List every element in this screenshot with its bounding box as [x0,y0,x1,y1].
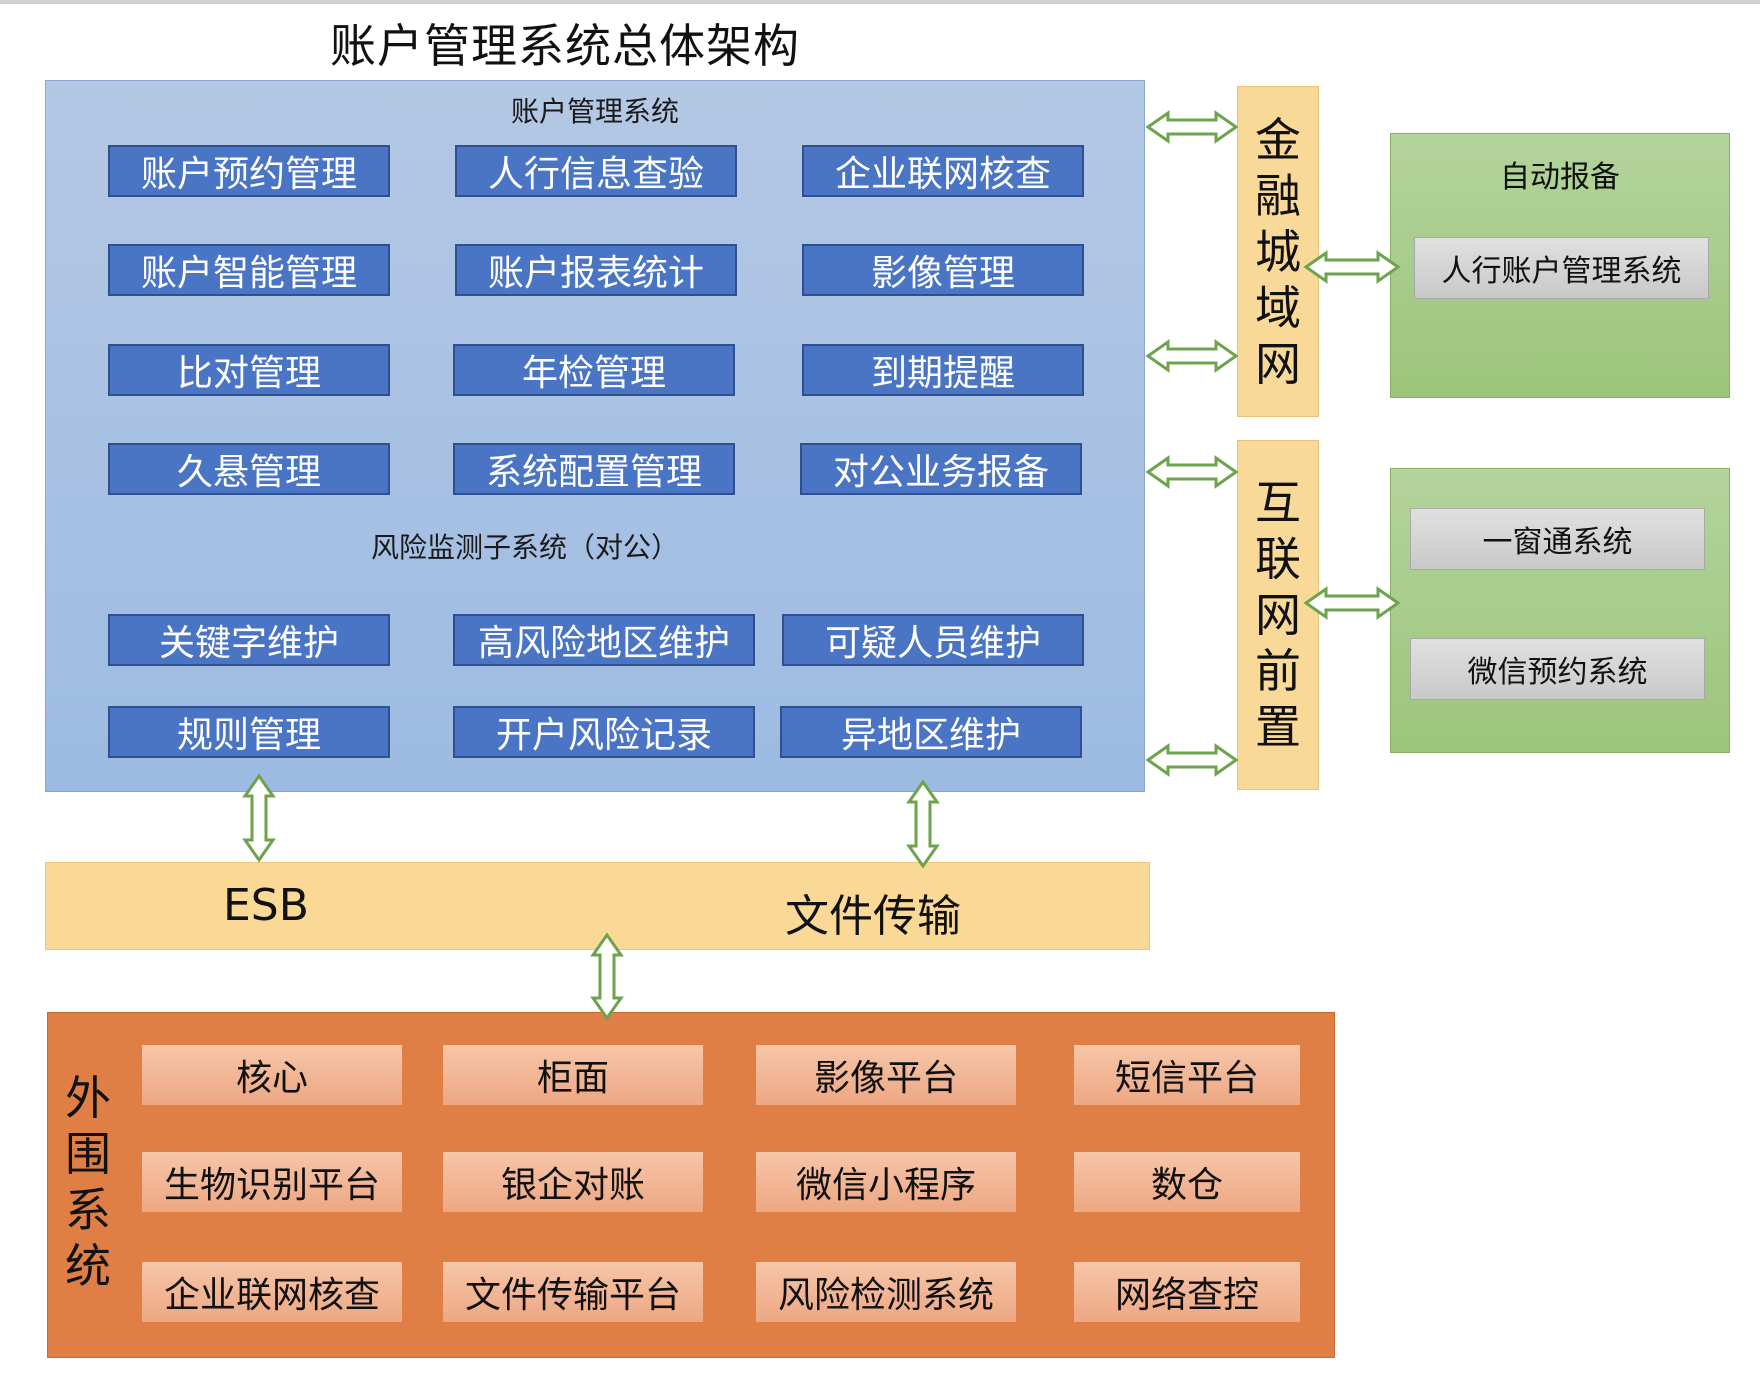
external-system-box[interactable]: 网络查控 [1074,1262,1300,1322]
risk-module-box[interactable]: 可疑人员维护 [782,614,1084,666]
risk-module-box[interactable]: 异地区维护 [780,706,1082,758]
page-title: 账户管理系统总体架构 [330,19,800,73]
financial-network-char: 金 [1255,112,1301,167]
external-system-box[interactable]: 核心 [142,1045,402,1105]
risk-module-box[interactable]: 高风险地区维护 [453,614,755,666]
module-box[interactable]: 账户报表统计 [455,244,737,296]
one-window-system-box[interactable]: 一窗通系统 [1410,508,1705,570]
risk-module-box[interactable]: 关键字维护 [108,614,390,666]
module-box[interactable]: 对公业务报备 [800,443,1082,495]
module-box[interactable]: 年检管理 [453,344,735,396]
pboc-account-system-box[interactable]: 人行账户管理系统 [1414,237,1709,299]
top-border [0,0,1760,4]
financial-network-char: 域 [1255,280,1301,335]
internet-front-char: 互 [1255,476,1301,530]
external-system-box[interactable]: 短信平台 [1074,1045,1300,1105]
external-system-box[interactable]: 风险检测系统 [756,1262,1016,1322]
external-system-box[interactable]: 企业联网核查 [142,1262,402,1322]
internet-front-char: 联 [1255,532,1301,586]
external-system-box[interactable]: 数仓 [1074,1152,1300,1212]
external-system-box[interactable]: 微信小程序 [756,1152,1016,1212]
external-label-char: 系 [65,1183,111,1237]
bus-layer [45,862,1150,950]
module-box[interactable]: 账户预约管理 [108,145,390,197]
external-system-box[interactable]: 生物识别平台 [142,1152,402,1212]
external-system-box[interactable]: 银企对账 [443,1152,703,1212]
module-box[interactable]: 到期提醒 [802,344,1084,396]
arrow-main-to-internet-front [1145,743,1239,777]
arrow-main-to-financial-net [1145,339,1239,373]
financial-network-box: 金 融 城 域 网 [1237,86,1319,417]
arrow-main-to-esb [242,773,276,863]
arrow-bus-to-external [590,932,624,1021]
external-label-char: 外 [65,1071,111,1125]
external-label-char: 统 [65,1239,111,1293]
risk-module-box[interactable]: 规则管理 [108,706,390,758]
external-systems-label: 外 围 系 统 [60,1070,116,1294]
wechat-booking-system-box[interactable]: 微信预约系统 [1410,638,1705,700]
external-system-box[interactable]: 文件传输平台 [443,1262,703,1322]
financial-network-char: 网 [1255,336,1301,391]
file-transfer-label: 文件传输 [785,891,961,942]
account-system-label: 账户管理系统 [510,95,679,128]
module-box[interactable]: 账户智能管理 [108,244,390,296]
module-box[interactable]: 系统配置管理 [453,443,735,495]
internet-front-char: 前 [1255,644,1301,698]
module-box[interactable]: 比对管理 [108,344,390,396]
financial-network-char: 融 [1255,168,1301,223]
arrow-main-to-file-transfer [906,779,940,869]
risk-module-box[interactable]: 开户风险记录 [453,706,755,758]
arrow-main-to-internet-front [1145,455,1239,489]
module-box[interactable]: 影像管理 [802,244,1084,296]
internet-front-char: 网 [1255,588,1301,642]
esb-label: ESB [223,880,309,931]
internet-front-char: 置 [1255,700,1301,754]
account-system-panel [45,80,1145,792]
arrow-internet-front-to-channels [1303,586,1401,620]
module-box[interactable]: 企业联网核查 [802,145,1084,197]
external-label-char: 围 [65,1127,111,1181]
external-system-box[interactable]: 影像平台 [756,1045,1016,1105]
arrow-main-to-financial-net [1145,110,1239,144]
module-box[interactable]: 人行信息查验 [455,145,737,197]
module-box[interactable]: 久悬管理 [108,443,390,495]
arrow-financial-net-to-auto-report [1303,250,1401,284]
financial-network-char: 城 [1255,224,1301,279]
auto-report-label: 自动报备 [1500,160,1620,195]
risk-subsystem-label: 风险监测子系统（对公） [370,531,679,564]
external-system-box[interactable]: 柜面 [443,1045,703,1105]
internet-front-box: 互 联 网 前 置 [1237,440,1319,790]
